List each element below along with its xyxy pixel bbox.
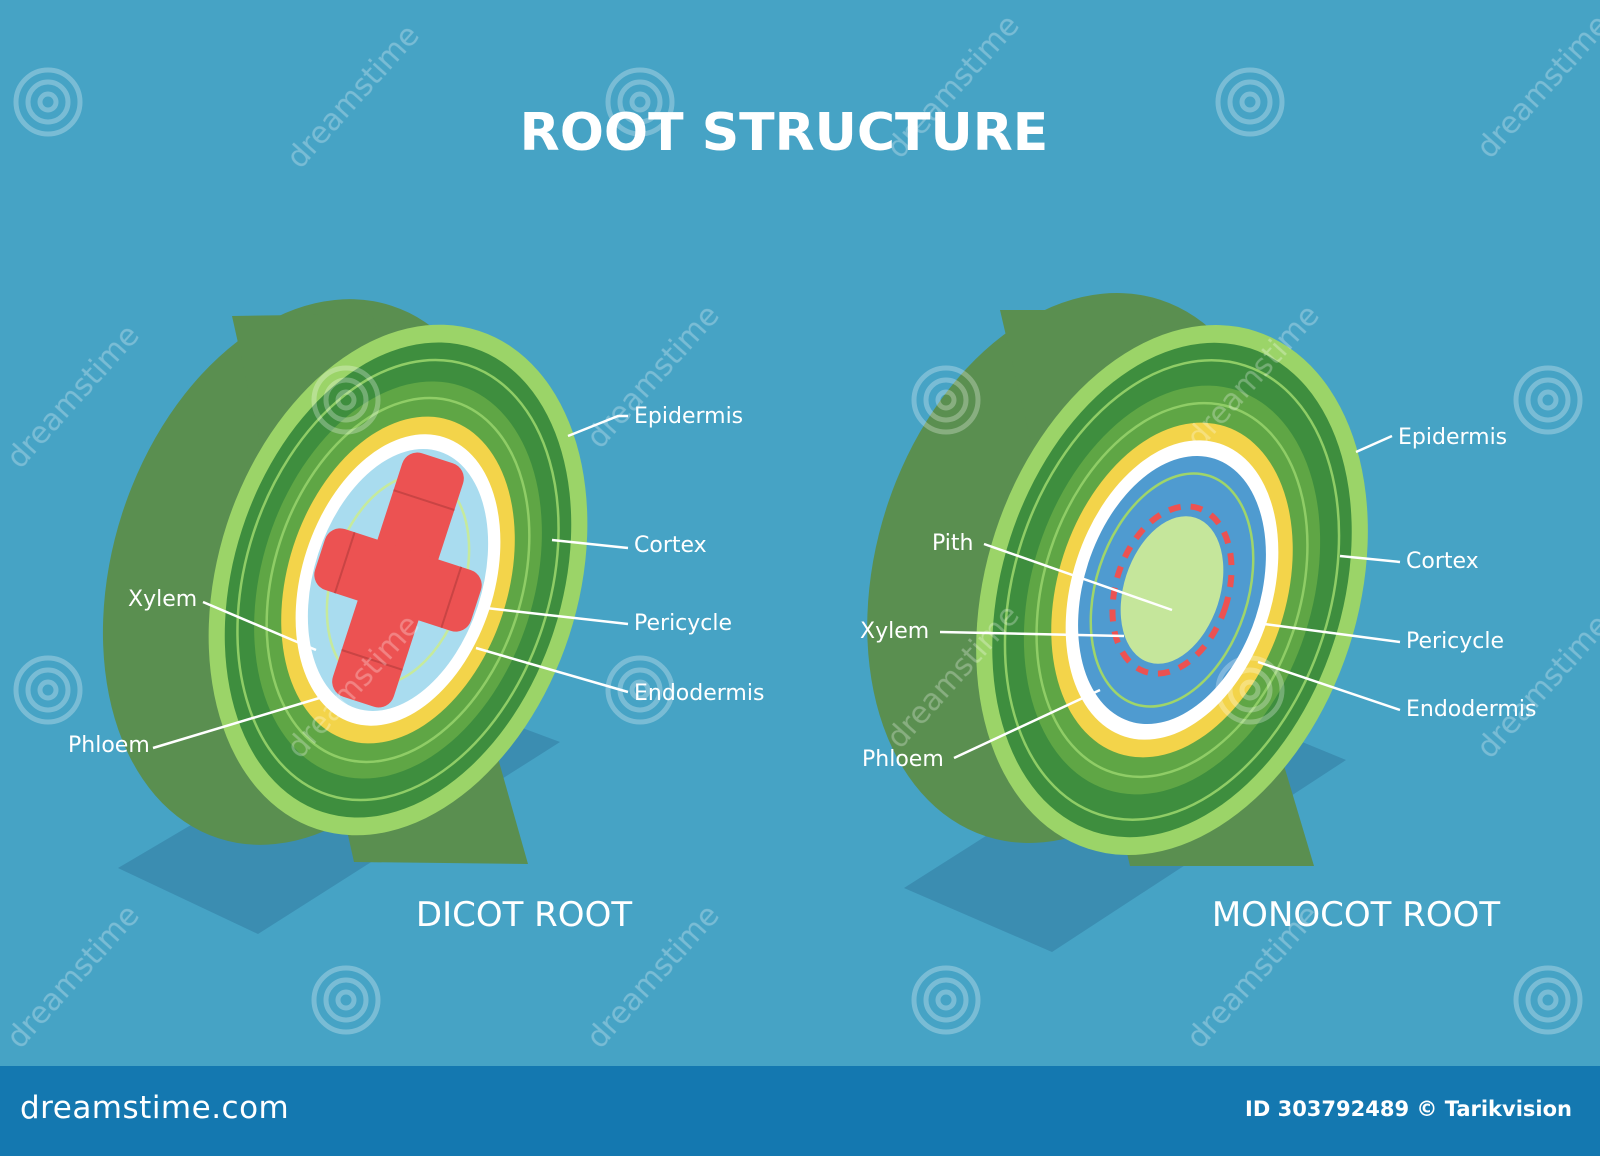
monocot-label-cortex: Cortex	[1406, 549, 1479, 574]
leader-pericycle	[1263, 622, 1401, 644]
dicot-label-epidermis: Epidermis	[634, 404, 743, 429]
footer-credit: ID 303792489 © Tarikvision	[1245, 1097, 1572, 1121]
leader-endodermis	[1257, 660, 1401, 712]
leader-pericycle	[485, 606, 629, 626]
watermark-swirl-icon	[1215, 655, 1285, 725]
dicot-label-pericycle: Pericycle	[634, 611, 732, 636]
watermark-swirl-icon	[911, 965, 981, 1035]
watermark-swirl-icon	[13, 67, 83, 137]
footer-site-link[interactable]: dreamstime.com	[20, 1090, 290, 1126]
leader-phloem	[953, 688, 1101, 760]
dicot-cortex-cell-line	[236, 358, 560, 802]
leader-cortex	[551, 538, 629, 550]
monocot-cortex-cell-line-2	[1035, 401, 1309, 779]
monocot-xylem-ring	[1109, 503, 1235, 677]
xylem-cell-line	[333, 531, 356, 594]
dicot-leader-lines	[152, 414, 629, 750]
leader-epidermis	[1355, 434, 1393, 454]
leader-epidermis	[567, 414, 628, 438]
monocot-caption: MONOCOT ROOT	[1212, 895, 1501, 935]
page-title: ROOT STRUCTURE	[520, 103, 1049, 163]
watermark-swirl-icon	[13, 655, 83, 725]
monocot-label-endodermis: Endodermis	[1406, 697, 1536, 722]
leader-phloem	[152, 694, 327, 750]
leader-endodermis	[475, 646, 629, 694]
dicot-root-diagram: Epidermis Cortex Pericycle Endodermis Xy…	[68, 299, 764, 935]
monocot-label-pith: Pith	[932, 531, 973, 556]
monocot-leader-lines	[939, 434, 1401, 760]
footer-bar: dreamstime.com ID 303792489 © Tarikvisio…	[0, 1066, 1600, 1156]
watermark-swirl-icon	[1513, 965, 1583, 1035]
leader-xylem	[939, 630, 1125, 638]
dicot-cortex-cell-line-2	[265, 396, 531, 764]
monocot-pith	[1120, 516, 1224, 664]
dicot-label-endodermis: Endodermis	[634, 681, 764, 706]
watermark-text: dreamstime	[0, 898, 147, 1055]
watermark-text: dreamstime	[1470, 8, 1600, 165]
watermark-swirl-icon	[311, 965, 381, 1035]
watermark-text: dreamstime	[0, 318, 147, 475]
watermark-swirl-icon	[1215, 67, 1285, 137]
diagram-canvas: ROOT STRUCTURE	[0, 8, 1600, 1055]
watermark-swirl-icon	[1513, 365, 1583, 435]
dicot-xylem-cross	[314, 452, 482, 708]
watermark-layer	[13, 67, 1583, 1035]
xylem-cell-line	[341, 649, 403, 671]
watermark-swirl-icon	[311, 365, 381, 435]
monocot-label-xylem: Xylem	[860, 619, 929, 644]
monocot-cortex-cell-line	[1003, 359, 1341, 821]
watermark-text: dreamstime	[280, 18, 427, 175]
monocot-label-epidermis: Epidermis	[1398, 425, 1507, 450]
leader-pith	[983, 542, 1173, 612]
leader-cortex	[1339, 554, 1401, 564]
xylem-arm-horizontal	[314, 528, 482, 632]
monocot-vascular-line	[1089, 472, 1255, 708]
dicot-label-cortex: Cortex	[634, 533, 707, 558]
leader-xylem	[202, 600, 317, 652]
monocot-root-diagram: Epidermis Cortex Pericycle Endodermis Pi…	[860, 293, 1536, 952]
watermark-swirl-icon	[605, 67, 675, 137]
dicot-label-phloem: Phloem	[68, 733, 150, 758]
monocot-label-pericycle: Pericycle	[1406, 629, 1504, 654]
monocot-label-phloem: Phloem	[862, 747, 944, 772]
xylem-cell-line	[393, 489, 455, 511]
watermark-swirl-icon	[605, 655, 675, 725]
watermark-swirl-icon	[911, 365, 981, 435]
dicot-caption: DICOT ROOT	[416, 895, 632, 935]
dicot-label-xylem: Xylem	[128, 587, 197, 612]
watermark-text: dreamstime	[580, 298, 727, 455]
xylem-cell-line	[440, 566, 463, 629]
